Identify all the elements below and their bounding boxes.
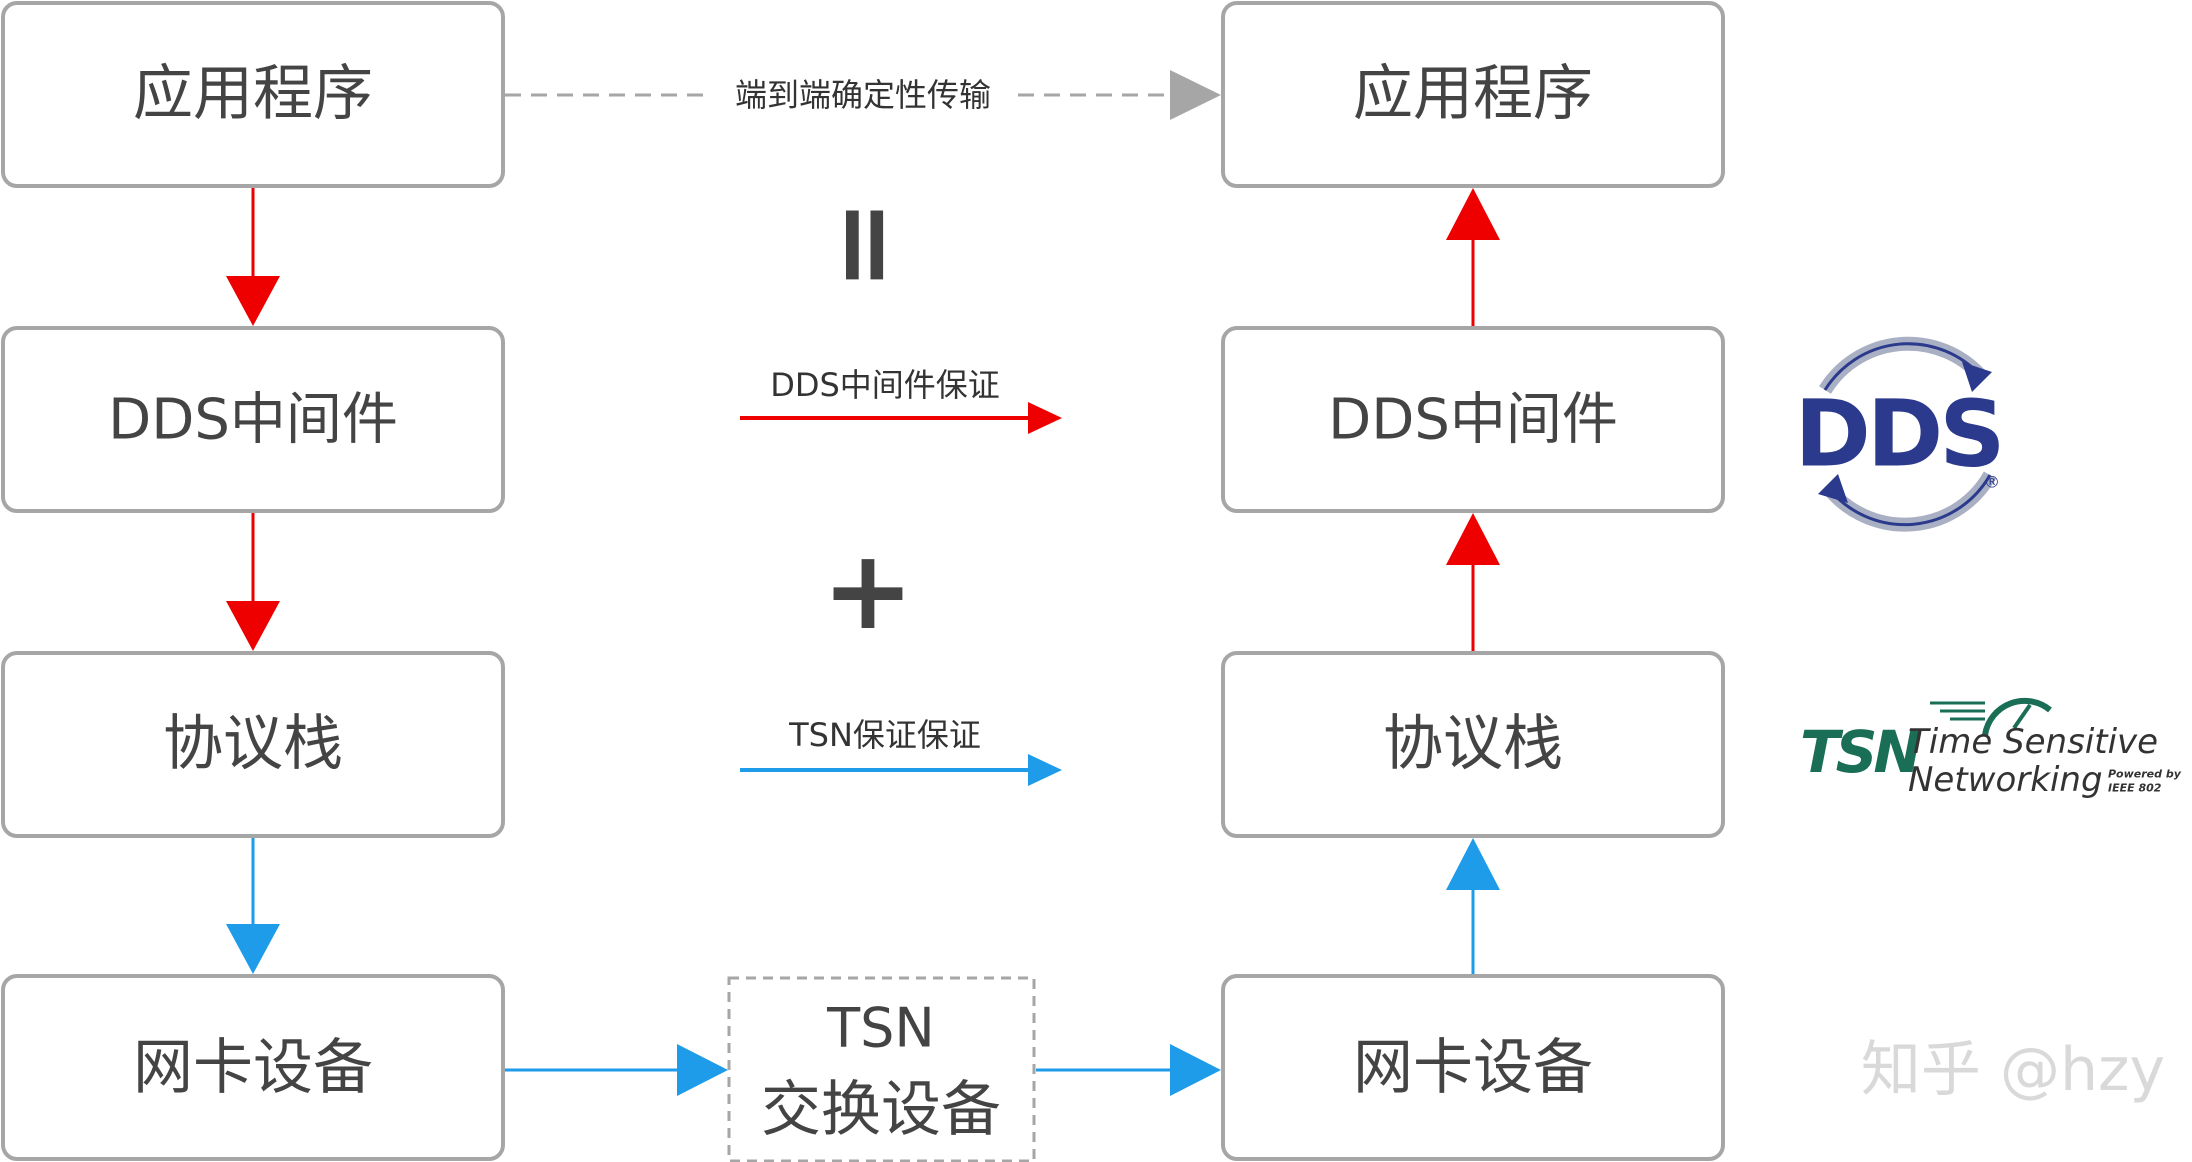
right-app-box: 应用程序 [1221, 1, 1725, 188]
left-arrow-stack-to-nic [226, 838, 280, 974]
tsn-logo-line1: Time Sensitive [1908, 722, 2158, 762]
right-nic-label: 网卡设备 [1353, 1033, 1593, 1103]
tsn-guarantee-label: TSN保证保证 [788, 716, 981, 754]
dds-guarantee-arrow: DDS中间件保证 [740, 366, 1062, 434]
left-middleware-label: DDS中间件 [108, 388, 398, 453]
left-middleware-box: DDS中间件 [1, 326, 505, 513]
right-middleware-box: DDS中间件 [1221, 326, 1725, 513]
dds-guarantee-label: DDS中间件保证 [770, 366, 1000, 404]
left-stack-label: 协议栈 [163, 709, 343, 779]
arrow-switch-to-right-nic [1036, 1044, 1221, 1096]
left-arrow-middleware-to-stack [226, 513, 280, 651]
tsn-gauge-logo [1930, 697, 2052, 736]
tsn-logo-line2: Networking [1908, 760, 2103, 800]
dds-logo-text: DDS [1795, 381, 2002, 488]
right-middleware-label: DDS中间件 [1328, 388, 1618, 453]
left-app-label: 应用程序 [133, 59, 373, 129]
watermark: 知乎 @hzy [1861, 1035, 2165, 1105]
left-app-box: 应用程序 [1, 1, 505, 188]
tsn-powered-line1: Powered by [2108, 768, 2182, 781]
arrow-left-nic-to-switch [505, 1044, 728, 1096]
tsn-guarantee-arrow: TSN保证保证 [740, 716, 1062, 786]
right-stack-label: 协议栈 [1383, 709, 1563, 779]
tsn-switch-line1: TSN [826, 997, 935, 1060]
equals-symbol: = [804, 199, 932, 291]
left-stack-box: 协议栈 [1, 651, 505, 838]
left-nic-box: 网卡设备 [1, 974, 505, 1161]
left-arrow-app-to-middleware [226, 188, 280, 326]
right-nic-box: 网卡设备 [1221, 974, 1725, 1161]
right-arrow-nic-to-stack [1446, 838, 1500, 974]
tsn-switch-box: TSN 交换设备 [727, 976, 1036, 1162]
right-stack-box: 协议栈 [1221, 651, 1725, 838]
end-to-end-arrow: 端到端确定性传输 [505, 70, 1221, 120]
tsn-switch-line2: 交换设备 [761, 1075, 1001, 1145]
dds-registered-mark: ® [1984, 473, 2000, 492]
right-app-label: 应用程序 [1353, 59, 1593, 129]
tsn-logo: TSN Time Sensitive Networking Powered by… [1800, 697, 2182, 800]
end-to-end-label: 端到端确定性传输 [735, 76, 991, 114]
dds-logo: DDS ® [1795, 336, 2006, 532]
left-nic-label: 网卡设备 [133, 1033, 373, 1103]
plus-symbol: + [822, 526, 914, 654]
tsn-powered-line2: IEEE 802 [2108, 782, 2162, 795]
right-arrow-stack-to-middleware [1446, 513, 1500, 651]
right-arrow-middleware-to-app [1446, 188, 1500, 326]
dds-circular-arrows-logo [1818, 336, 1997, 532]
tsn-logo-mark: TSN [1800, 718, 1921, 786]
